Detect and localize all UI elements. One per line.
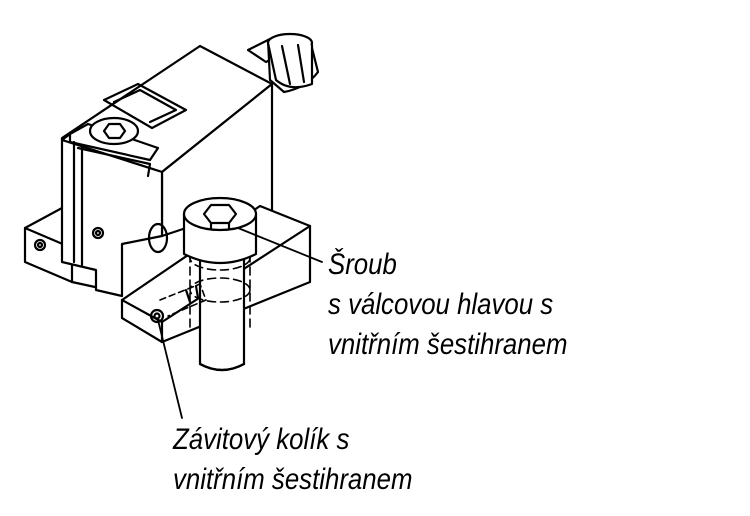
set-screw-pin: [159, 283, 207, 317]
callout-set-screw: Závitový kolík s vnitřním šestihranem: [173, 420, 412, 500]
callout-set-screw-line-2: vnitřním šestihranem: [173, 463, 413, 496]
callout-set-screw-line-1: Závitový kolík s: [173, 423, 350, 456]
leader-set-screw: [157, 319, 183, 419]
main-body: [60, 44, 274, 298]
callout-screw-line-3: vnitřním šestihranem: [328, 328, 568, 361]
set-screw-hole: [149, 308, 165, 324]
adjustment-knob: [246, 32, 320, 94]
callout-socket-head-screw: Šroub s válcovou hlavou s vnitřním šesti…: [328, 245, 567, 365]
screw-hex-socket: [202, 203, 238, 225]
base-hole-left: [33, 238, 47, 252]
leader-screw: [237, 227, 323, 263]
callout-screw-line-1: Šroub: [328, 248, 397, 281]
leader-lines: [157, 227, 323, 419]
side-hole: [147, 222, 169, 254]
top-screw-hex: [102, 122, 127, 140]
front-hole: [91, 226, 105, 240]
socket-head-screw: [182, 196, 258, 372]
callout-screw-line-2: s válcovou hlavou s: [328, 288, 554, 321]
